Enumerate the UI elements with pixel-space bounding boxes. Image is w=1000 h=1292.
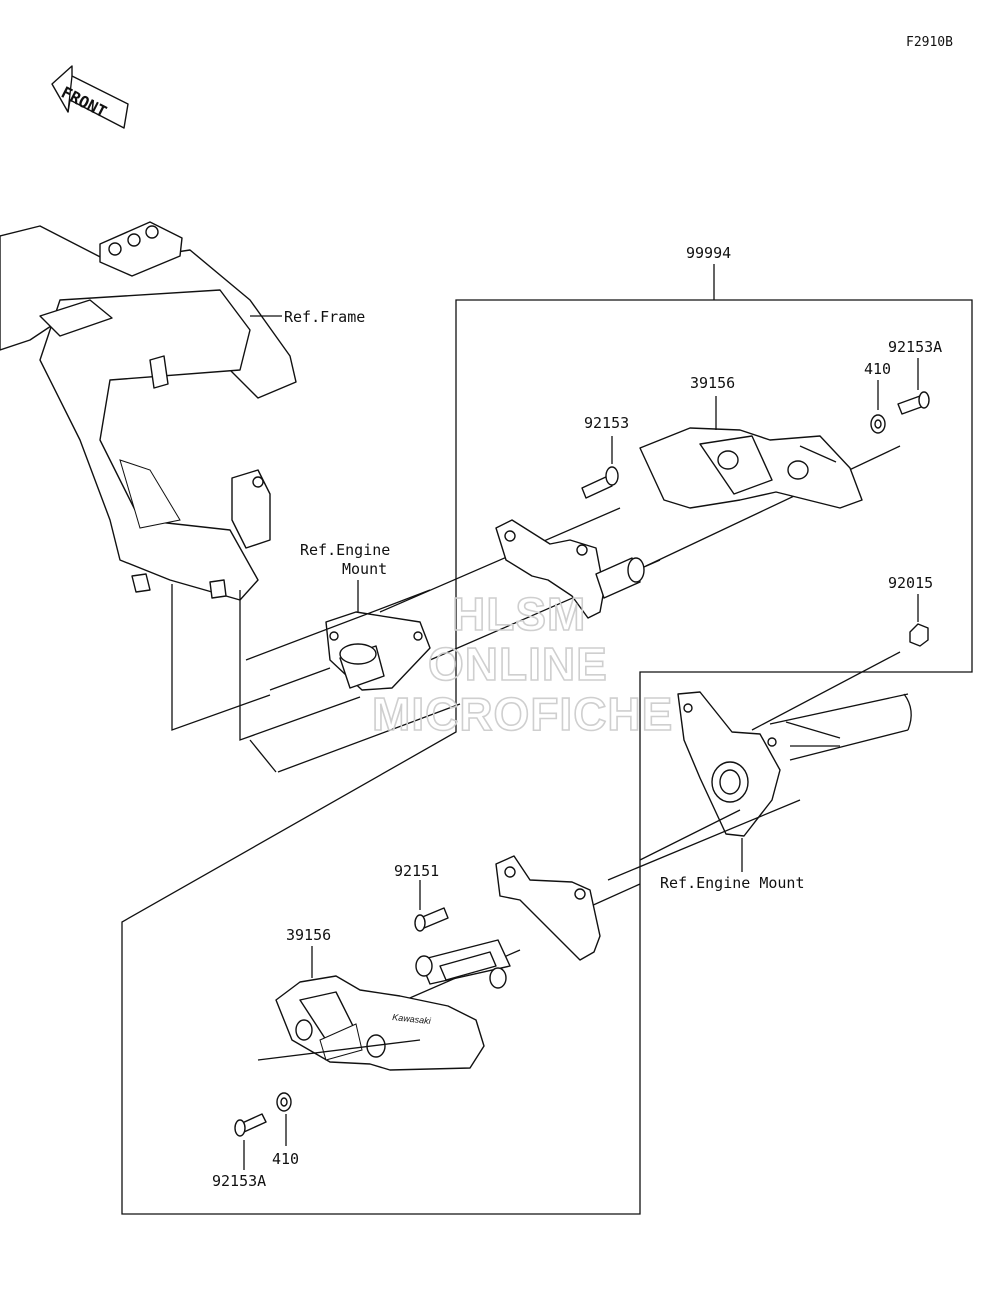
ref-frame-label: Ref.Frame	[284, 308, 365, 326]
bracket-bottom	[415, 855, 601, 989]
frame-guide-lines	[171, 584, 461, 773]
screw-92153a-top-icon	[897, 358, 930, 415]
brand-mark: Kawasaki	[392, 1012, 432, 1026]
watermark-line-2: ONLINE	[428, 638, 608, 690]
part-label-39156-top: 39156	[690, 374, 735, 392]
ref-engine-mount-top-label-line1: Ref.Engine	[300, 541, 390, 559]
part-label-410-bottom: 410	[272, 1150, 299, 1168]
frame-slider-top	[639, 396, 863, 509]
part-label-410-top: 410	[864, 360, 891, 378]
bracket-top	[495, 519, 645, 619]
ref-engine-mount-top-label-line2: Mount	[342, 560, 387, 578]
bolt-92151-icon	[414, 880, 449, 932]
engine-mount-plate-bottom	[677, 691, 781, 837]
frame	[0, 221, 297, 601]
screw-92153a-bottom-icon	[234, 1113, 267, 1170]
bottom-frame-tube	[395, 651, 912, 1005]
part-label-92015: 92015	[888, 574, 933, 592]
ref-engine-mount-bottom-label: Ref.Engine Mount	[660, 874, 805, 892]
front-arrow-icon: FRONT	[51, 65, 129, 129]
part-label-39156-bottom: 39156	[286, 926, 331, 944]
kit-outline	[121, 264, 973, 1215]
bolt-92153-icon	[581, 436, 619, 499]
part-label-92153a-bottom: 92153A	[212, 1172, 266, 1190]
watermark: HLSM ONLINE MICROFICHE	[371, 587, 673, 741]
part-label-99994: 99994	[686, 244, 731, 262]
part-label-92153a-top: 92153A	[888, 338, 942, 356]
figure-code: F2910B	[906, 35, 953, 50]
engine-mount-plate-top	[325, 611, 431, 691]
watermark-line-1: HLSM	[452, 588, 586, 640]
frame-slider-bottom: Kawasaki	[257, 946, 485, 1071]
nut-92015-icon	[909, 594, 929, 647]
washer-410-top-icon	[870, 380, 886, 434]
watermark-line-3: MICROFICHE	[372, 688, 673, 740]
part-label-92153-top: 92153	[584, 414, 629, 432]
washer-410-bottom-icon	[276, 1092, 292, 1146]
part-label-92151: 92151	[394, 862, 439, 880]
